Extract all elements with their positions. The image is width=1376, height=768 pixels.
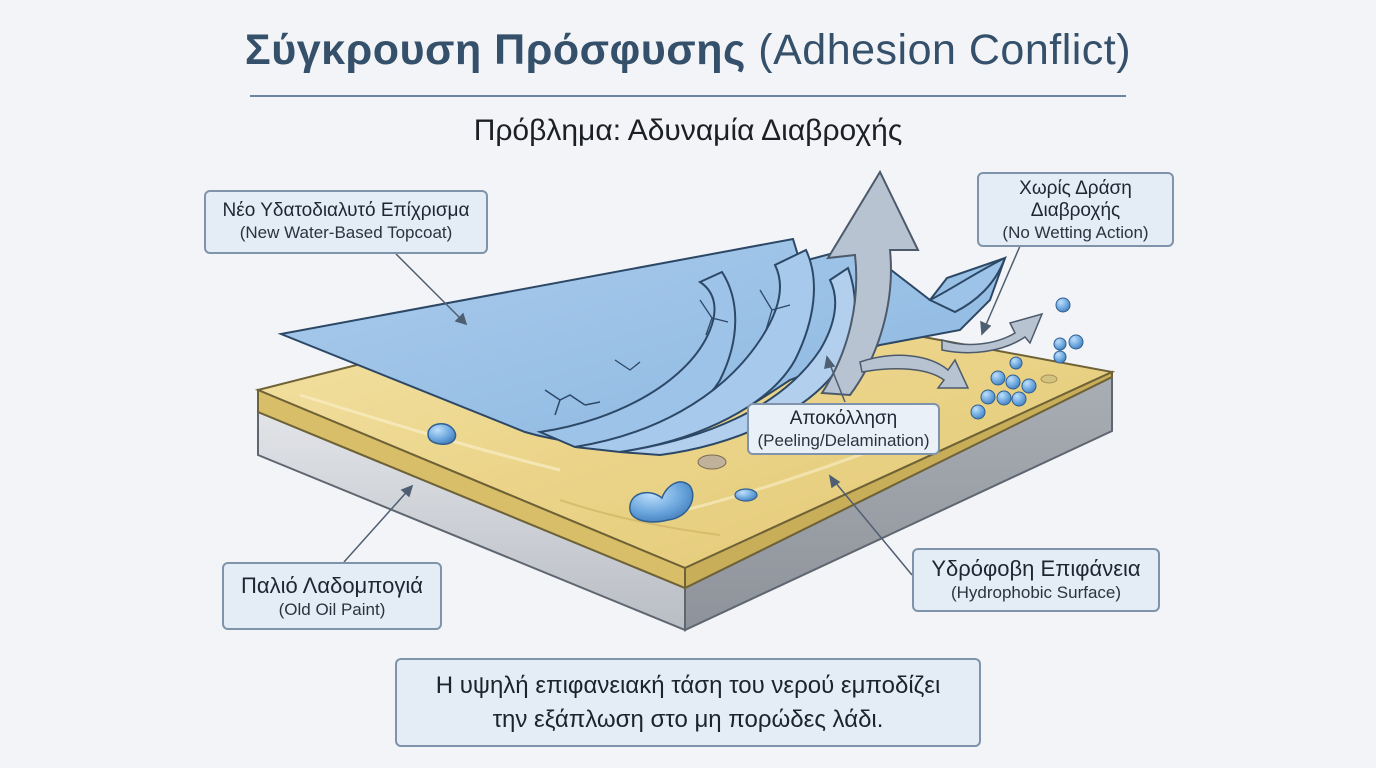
bead-arrow-1 xyxy=(859,354,970,389)
title-underline xyxy=(250,95,1126,97)
topcoat-sheet xyxy=(277,237,1007,457)
label-hydrophobic: Υδρόφοβη Επιφάνεια (Hydrophobic Surface) xyxy=(912,548,1160,612)
diagram-title: Σύγκρουση Πρόσφυσης (Adhesion Conflict) xyxy=(0,26,1376,75)
label-peeling-sub: (Peeling/Delamination) xyxy=(757,431,930,450)
explanation-note: Η υψηλή επιφανειακή τάση του νερού εμποδ… xyxy=(395,658,981,747)
explanation-line1: Η υψηλή επιφανειακή τάση του νερού εμποδ… xyxy=(435,672,941,699)
label-no-wetting-line1: Χωρίς Δράση xyxy=(1019,178,1132,199)
label-peeling: Αποκόλληση (Peeling/Delamination) xyxy=(747,403,940,455)
water-droplets xyxy=(427,297,1084,523)
label-no-wetting-sub: (No Wetting Action) xyxy=(1002,223,1149,242)
bead-arrow-2 xyxy=(941,312,1044,354)
leader-lines xyxy=(343,245,1021,576)
diagram-subtitle: Πρόβλημα: Αδυναμία Διαβροχής xyxy=(473,114,903,147)
lift-arrow xyxy=(820,169,920,397)
title-english: (Adhesion Conflict) xyxy=(758,26,1132,74)
label-topcoat: Νέο Υδατοδιαλυτό Επίχρισμα (New Water-Ba… xyxy=(204,190,488,254)
label-old-oil-sub: (Old Oil Paint) xyxy=(278,600,386,619)
label-old-oil-paint: Παλιό Λαδομπογιά (Old Oil Paint) xyxy=(222,562,442,630)
title-greek: Σύγκρουση Πρόσφυσης xyxy=(244,26,746,74)
label-no-wetting-line2: Διαβροχής xyxy=(1030,200,1121,221)
label-topcoat-main: Νέο Υδατοδιαλυτό Επίχρισμα xyxy=(222,200,470,221)
label-hydrophobic-main: Υδρόφοβη Επιφάνεια xyxy=(931,556,1141,581)
label-topcoat-sub: (New Water-Based Topcoat) xyxy=(239,223,453,242)
label-old-oil-main: Παλιό Λαδομπογιά xyxy=(241,573,423,598)
label-hydrophobic-sub: (Hydrophobic Surface) xyxy=(950,583,1122,602)
label-peeling-main: Αποκόλληση xyxy=(789,408,898,429)
label-no-wetting: Χωρίς Δράση Διαβροχής (No Wetting Action… xyxy=(977,172,1174,247)
explanation-line2: την εξάπλωση στο μη πορώδες λάδι. xyxy=(492,706,884,733)
